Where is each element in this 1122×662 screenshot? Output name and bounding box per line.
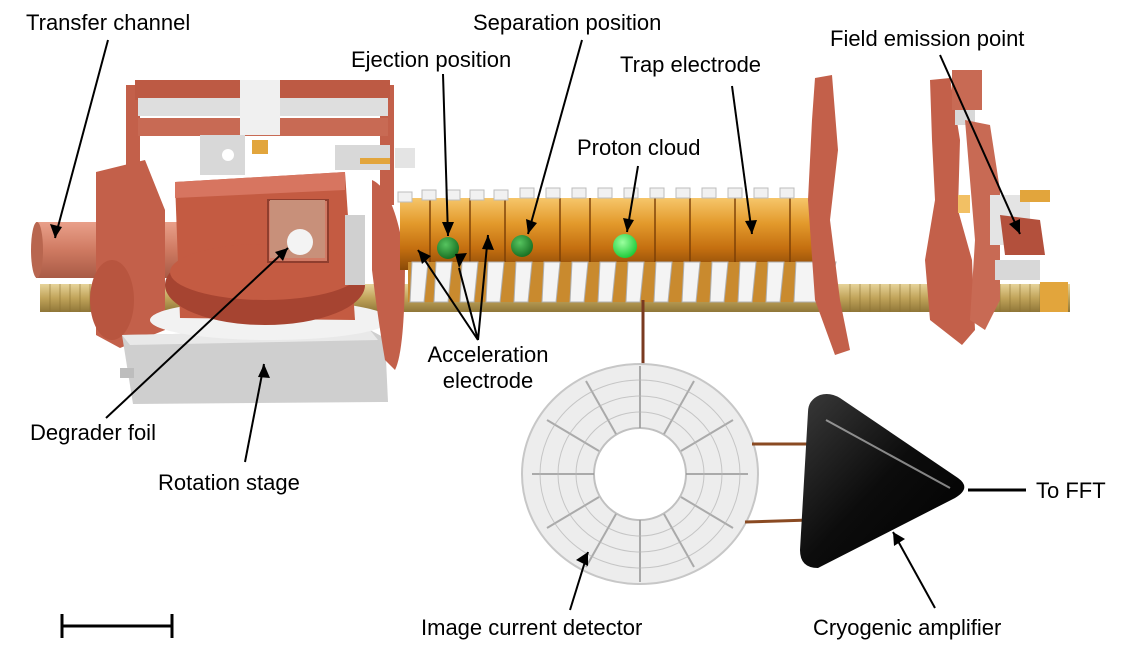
trap-electrode-label: Trap electrode — [620, 52, 762, 77]
acceleration-electrode-label: Acceleration electrode — [418, 342, 558, 394]
pointer-lines — [54, 39, 1021, 611]
acceleration-electrode-line2: electrode — [442, 368, 534, 393]
field-emission-point-label: Field emission point — [830, 26, 1025, 51]
scale-bar — [60, 614, 174, 638]
field-emission-assembly — [925, 70, 1050, 345]
image-current-detector-label: Image current detector — [421, 615, 643, 640]
acceleration-electrode-line1: Acceleration — [427, 342, 549, 367]
ejection-position-label: Ejection position — [351, 47, 512, 72]
cryogenic-amplifier — [800, 394, 965, 568]
image-current-detector — [521, 363, 759, 585]
trap-electrode-stack — [397, 187, 837, 303]
trap-left-flange — [372, 180, 405, 370]
transfer-channel-label: Transfer channel — [26, 10, 191, 35]
ejection-position-dot — [437, 237, 459, 259]
cryogenic-amplifier-label: Cryogenic amplifier — [813, 615, 1002, 640]
degrader-housing — [165, 172, 365, 325]
to-fft-label: To FFT — [1036, 478, 1106, 503]
left-flange — [90, 160, 165, 348]
rotation-stage-label: Rotation stage — [158, 470, 300, 495]
degrader-foil-disc — [287, 229, 313, 255]
separation-position-dot — [511, 235, 533, 257]
detector-amplifier-wires — [744, 442, 812, 524]
degrader-foil-label: Degrader foil — [30, 420, 156, 445]
separation-position-label: Separation position — [473, 10, 662, 35]
pointer-arrowheads — [50, 218, 1020, 566]
top-frame — [126, 80, 415, 205]
trap-right-flange — [808, 75, 850, 355]
proton-cloud-dot — [613, 234, 637, 258]
proton-cloud-label: Proton cloud — [577, 135, 701, 160]
